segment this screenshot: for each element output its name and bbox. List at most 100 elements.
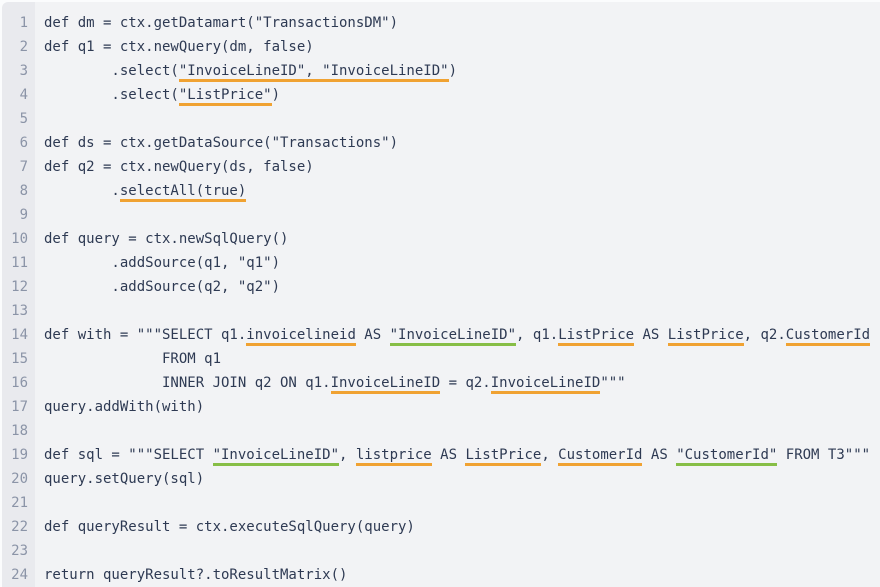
code-line[interactable] (35, 107, 880, 131)
code-line[interactable] (35, 203, 880, 227)
line-number: 4 (19, 87, 28, 103)
lint-flagged-token-orange: ListPrice (465, 447, 542, 466)
line-number: 12 (11, 279, 28, 295)
code-line[interactable]: def dm = ctx.getDatamart("TransactionsDM… (35, 11, 880, 35)
line-number: 5 (19, 111, 28, 127)
code-line[interactable]: def sql = """SELECT "InvoiceLineID", lis… (35, 443, 880, 467)
code-token: , q2. (743, 327, 786, 343)
code-token: AS (634, 327, 668, 343)
code-line[interactable] (35, 299, 880, 323)
code-line-row: 2 def q1 = ctx.newQuery(dm, false) (2, 35, 880, 59)
lint-flagged-token-orange: CustomerId (558, 447, 643, 466)
code-token: return queryResult?.toResultMatrix() (44, 567, 348, 583)
lint-flagged-token-green: "InvoiceLineID" (212, 447, 340, 466)
line-number: 10 (11, 231, 28, 247)
lint-flagged-token-orange: InvoiceLineID (490, 375, 601, 394)
code-token: """ (600, 375, 626, 391)
line-number: 20 (11, 471, 28, 487)
code-token: AS (431, 447, 466, 463)
code-line-row: 12 .addSource(q2, "q2") (2, 275, 880, 299)
code-line[interactable]: def with = """SELECT q1.invoicelineid AS… (35, 323, 880, 347)
code-line[interactable]: INNER JOIN q2 ON q1.InvoiceLineID = q2.I… (35, 371, 880, 395)
code-token: def sql = """SELECT (44, 447, 213, 463)
code-line[interactable]: .selectAll(true) (35, 179, 880, 203)
code-line[interactable] (35, 539, 880, 563)
code-token: INNER JOIN q2 ON q1. (44, 375, 331, 391)
code-token: , (339, 447, 356, 463)
code-line[interactable]: def ds = ctx.getDataSource("Transactions… (35, 131, 880, 155)
code-token: AS (642, 447, 677, 463)
line-number: 23 (11, 543, 28, 559)
code-token: def ds = ctx.getDataSource("Transactions… (44, 135, 399, 151)
code-token: ) (448, 63, 458, 79)
code-line-row: 23 (2, 539, 880, 563)
line-number: 7 (19, 159, 28, 175)
line-number: 6 (19, 135, 28, 151)
code-line-row: 16 INNER JOIN q2 ON q1.InvoiceLineID = q… (2, 371, 880, 395)
line-number: 9 (19, 207, 28, 223)
code-token: FROM q1 (44, 351, 222, 367)
code-line-row: 1 def dm = ctx.getDatamart("TransactionsD… (2, 11, 880, 35)
code-token: .addSource(q1, "q1") (44, 255, 281, 271)
code-line-row: 18 (2, 419, 880, 443)
code-token: FROM T3""" (777, 447, 871, 463)
line-number: 21 (11, 495, 28, 511)
code-token: def queryResult = ctx.executeSqlQuery(qu… (44, 519, 415, 535)
code-line[interactable]: def q2 = ctx.newQuery(ds, false) (35, 155, 880, 179)
code-line[interactable]: .select("ListPrice") (35, 83, 880, 107)
lint-flagged-token-green: "InvoiceLineID" (389, 327, 517, 346)
code-line[interactable]: .addSource(q2, "q2") (35, 275, 880, 299)
code-line-row: 8 .selectAll(true) (2, 179, 880, 203)
code-line[interactable] (35, 491, 880, 515)
code-line[interactable]: query.setQuery(sql) (35, 467, 880, 491)
line-number: 24 (11, 567, 28, 583)
line-number: 14 (11, 327, 28, 343)
code-token: def dm = ctx.getDatamart("TransactionsDM… (44, 15, 399, 31)
code-line[interactable] (35, 419, 880, 443)
code-line[interactable]: FROM q1 (35, 347, 880, 371)
code-line-row: 19 def sql = """SELECT "InvoiceLineID", l… (2, 443, 880, 467)
code-line[interactable]: def query = ctx.newSqlQuery() (35, 227, 880, 251)
code-line[interactable]: .addSource(q1, "q1") (35, 251, 880, 275)
lint-flagged-token-orange: "InvoiceLineID", "InvoiceLineID" (178, 63, 449, 82)
code-line-row: 14 def with = """SELECT q1.invoicelineid … (2, 323, 880, 347)
code-line-row: 21 (2, 491, 880, 515)
code-line[interactable]: def queryResult = ctx.executeSqlQuery(qu… (35, 515, 880, 539)
code-token: .addSource(q2, "q2") (44, 279, 281, 295)
code-token: .select( (44, 87, 179, 103)
line-number: 11 (11, 255, 28, 271)
code-token: query.addWith(with) (44, 399, 205, 415)
lint-flagged-token-orange: ListPrice (667, 327, 744, 346)
code-line[interactable]: .select("InvoiceLineID", "InvoiceLineID"… (35, 59, 880, 83)
line-number: 13 (11, 303, 28, 319)
code-line-row: 3 .select("InvoiceLineID", "InvoiceLineI… (2, 59, 880, 83)
code-line-row: 11 .addSource(q1, "q1") (2, 251, 880, 275)
code-line-row: 9 (2, 203, 880, 227)
lint-flagged-token-orange: InvoiceLineID (330, 375, 441, 394)
lint-flagged-token-orange: listprice (355, 447, 432, 466)
line-number: 3 (19, 63, 28, 79)
code-token: ) (271, 87, 281, 103)
line-number: 1 (19, 15, 28, 31)
code-line-row: 15 FROM q1 (2, 347, 880, 371)
line-number: 19 (11, 447, 28, 463)
code-line[interactable]: return queryResult?.toResultMatrix() (35, 563, 880, 587)
line-number: 15 (11, 351, 28, 367)
code-token: = q2. (440, 375, 491, 391)
code-line[interactable]: def q1 = ctx.newQuery(dm, false) (35, 35, 880, 59)
line-number: 2 (19, 39, 28, 55)
lint-flagged-token-orange: CustomerId (785, 327, 871, 346)
line-number: 18 (11, 423, 28, 439)
code-token: def with = """SELECT q1. (44, 327, 247, 343)
code-line-row: 6 def ds = ctx.getDataSource("Transaction… (2, 131, 880, 155)
code-line-row: 13 (2, 299, 880, 323)
lint-flagged-token-orange: selectAll(true) (119, 183, 247, 202)
code-line-row: 20 query.setQuery(sql) (2, 467, 880, 491)
code-line[interactable]: query.addWith(with) (35, 395, 880, 419)
code-line-row: 10 def query = ctx.newSqlQuery() (2, 227, 880, 251)
lint-flagged-token-orange: invoicelineid (246, 327, 356, 346)
line-number: 8 (19, 183, 28, 199)
